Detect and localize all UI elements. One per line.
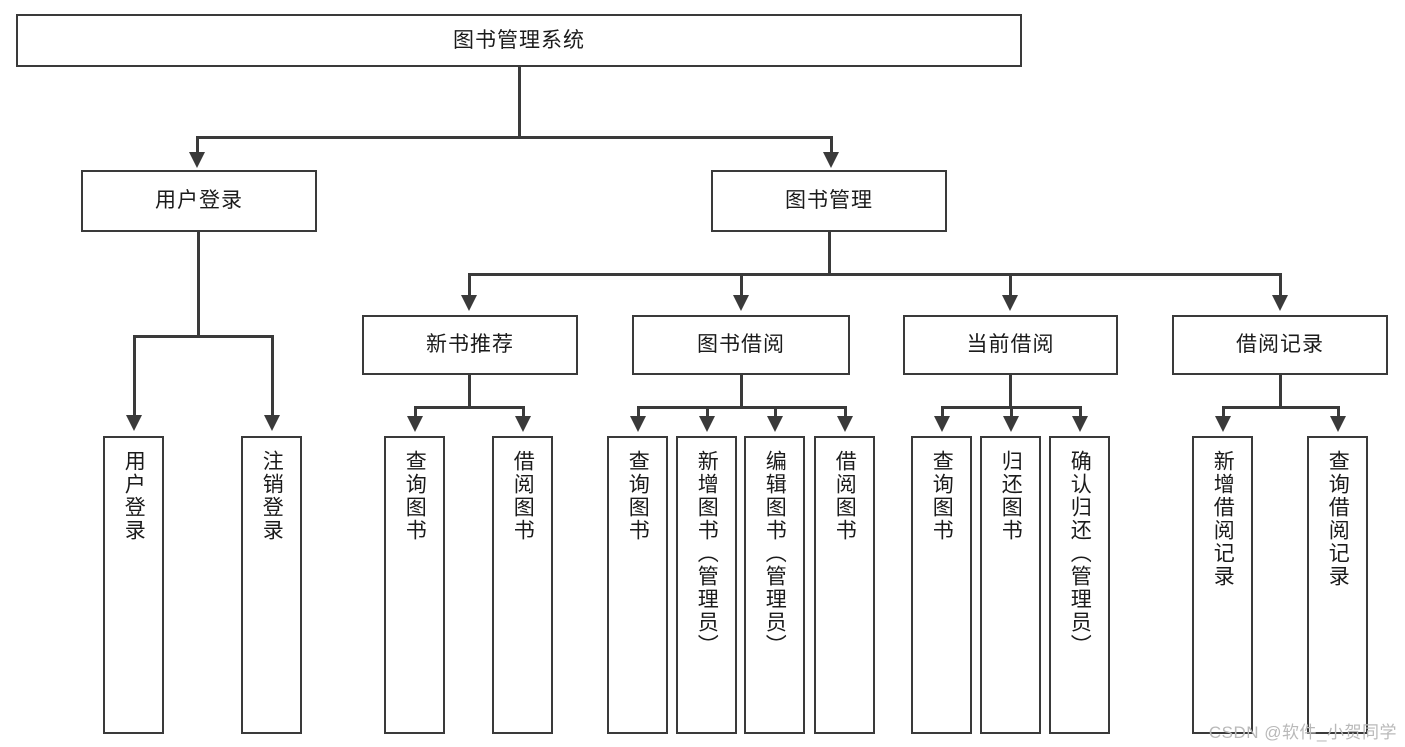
connector-new-book-stem: [468, 375, 471, 408]
leaf-label: 用户登录: [122, 450, 146, 542]
connector-drop-level3-1: [468, 273, 471, 297]
connector-level2-bus: [196, 136, 833, 139]
leaf-book-borrow-edit-book-admin[interactable]: 编辑图书（管理员）: [744, 436, 805, 734]
connector-drop-leaf-br-2: [1337, 406, 1340, 418]
leaf-borrow-record-query-record[interactable]: 查询借阅记录: [1307, 436, 1368, 734]
node-root-book-management-system[interactable]: 图书管理系统: [16, 14, 1022, 67]
csdn-watermark: CSDN @软件_小贺同学: [1208, 723, 1397, 742]
leaf-label: 归还图书: [999, 450, 1023, 542]
connector-borrow-record-stem: [1279, 375, 1282, 408]
leaf-label: 查询借阅记录: [1326, 450, 1350, 588]
connector-root-stem: [518, 67, 521, 138]
connector-drop-leaf-user-login-1: [133, 335, 136, 417]
arrowhead-leaf-newbook-2: [515, 416, 531, 432]
node-label: 新书推荐: [426, 333, 514, 357]
connector-user-login-bus: [133, 335, 273, 338]
arrowhead-leaf-bb-4: [837, 416, 853, 432]
connector-drop-leaf-newbook-2: [522, 406, 525, 418]
leaf-label: 确认归还（管理员）: [1068, 450, 1092, 657]
arrowhead-leaf-bb-2: [699, 416, 715, 432]
arrowhead-leaf-cb-3: [1072, 416, 1088, 432]
connector-book-borrow-bus: [637, 406, 846, 409]
connector-drop-user-login: [196, 136, 199, 154]
connector-drop-leaf-bb-1: [637, 406, 640, 418]
connector-book-management-stem: [828, 232, 831, 275]
connector-drop-leaf-bb-4: [844, 406, 847, 418]
arrowhead-level3-3: [1002, 295, 1018, 311]
connector-drop-level3-3: [1009, 273, 1012, 297]
node-new-book-recommend[interactable]: 新书推荐: [362, 315, 578, 375]
connector-drop-leaf-newbook-1: [414, 406, 417, 418]
arrowhead-leaf-cb-2: [1003, 416, 1019, 432]
leaf-new-book-borrow-book[interactable]: 借阅图书: [492, 436, 553, 734]
connector-user-login-stem: [197, 232, 200, 337]
leaf-label: 新增图书（管理员）: [695, 450, 719, 657]
node-borrow-record[interactable]: 借阅记录: [1172, 315, 1388, 375]
connector-drop-leaf-cb-3: [1079, 406, 1082, 418]
leaf-label: 新增借阅记录: [1211, 450, 1235, 588]
node-label: 图书管理系统: [453, 28, 585, 52]
connector-new-book-bus: [414, 406, 524, 409]
node-label: 图书管理: [785, 189, 873, 213]
connector-drop-leaf-br-1: [1222, 406, 1225, 418]
arrowhead-leaf-br-2: [1330, 416, 1346, 432]
node-label: 图书借阅: [697, 333, 785, 357]
leaf-borrow-record-add-record[interactable]: 新增借阅记录: [1192, 436, 1253, 734]
leaf-book-borrow-borrow-book[interactable]: 借阅图书: [814, 436, 875, 734]
connector-drop-level3-2: [740, 273, 743, 297]
arrowhead-book-management: [823, 152, 839, 168]
leaf-label: 注销登录: [260, 450, 284, 542]
arrowhead-leaf-bb-1: [630, 416, 646, 432]
leaf-label: 查询图书: [403, 450, 427, 542]
arrowhead-leaf-br-1: [1215, 416, 1231, 432]
leaf-label: 查询图书: [626, 450, 650, 542]
arrowhead-leaf-user-login-1: [126, 415, 142, 431]
leaf-book-borrow-add-book-admin[interactable]: 新增图书（管理员）: [676, 436, 737, 734]
arrowhead-leaf-bb-3: [767, 416, 783, 432]
connector-drop-leaf-bb-2: [706, 406, 709, 418]
connector-drop-leaf-cb-1: [941, 406, 944, 418]
connector-borrow-record-bus: [1222, 406, 1339, 409]
arrowhead-leaf-cb-1: [934, 416, 950, 432]
leaf-label: 借阅图书: [511, 450, 535, 542]
leaf-label: 查询图书: [930, 450, 954, 542]
arrowhead-leaf-user-login-2: [264, 415, 280, 431]
connector-drop-leaf-cb-2: [1010, 406, 1013, 418]
arrowhead-level3-2: [733, 295, 749, 311]
connector-drop-book-management: [830, 136, 833, 154]
leaf-current-borrow-return-book[interactable]: 归还图书: [980, 436, 1041, 734]
leaf-current-borrow-confirm-return-admin[interactable]: 确认归还（管理员）: [1049, 436, 1110, 734]
node-label: 借阅记录: [1236, 333, 1324, 357]
leaf-user-login-login[interactable]: 用户登录: [103, 436, 164, 734]
arrowhead-level3-4: [1272, 295, 1288, 311]
arrowhead-leaf-newbook-1: [407, 416, 423, 432]
leaf-new-book-query-book[interactable]: 查询图书: [384, 436, 445, 734]
leaf-label: 编辑图书（管理员）: [763, 450, 787, 657]
leaf-label: 借阅图书: [833, 450, 857, 542]
connector-drop-leaf-bb-3: [774, 406, 777, 418]
arrowhead-level3-1: [461, 295, 477, 311]
leaf-book-borrow-query-book[interactable]: 查询图书: [607, 436, 668, 734]
node-book-borrow[interactable]: 图书借阅: [632, 315, 850, 375]
leaf-user-login-logout[interactable]: 注销登录: [241, 436, 302, 734]
node-book-management[interactable]: 图书管理: [711, 170, 947, 232]
connector-drop-level3-4: [1279, 273, 1282, 297]
connector-book-borrow-stem: [740, 375, 743, 408]
node-user-login[interactable]: 用户登录: [81, 170, 317, 232]
connector-level3-bus: [468, 273, 1280, 276]
node-label: 当前借阅: [966, 333, 1055, 357]
arrowhead-user-login: [189, 152, 205, 168]
node-current-borrow[interactable]: 当前借阅: [903, 315, 1118, 375]
connector-current-borrow-stem: [1009, 375, 1012, 408]
leaf-current-borrow-query-book[interactable]: 查询图书: [911, 436, 972, 734]
node-label: 用户登录: [155, 189, 243, 213]
connector-drop-leaf-user-login-2: [271, 335, 274, 417]
